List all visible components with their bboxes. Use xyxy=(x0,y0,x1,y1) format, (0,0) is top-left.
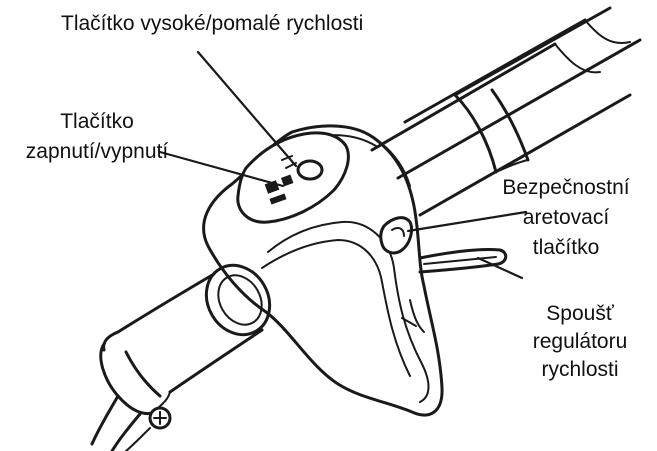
label-safety-lock-line-3: tlačítko xyxy=(532,236,600,259)
safety-lock-button-shape xyxy=(379,216,414,255)
label-power-button: Tlačítko zapnutí/vypnutí xyxy=(22,110,172,164)
label-speed-button: Tlačítko vysoké/pomalé rychlosti xyxy=(61,12,364,35)
label-safety-lock-line-2: aretovací xyxy=(522,206,610,229)
label-power-button-line-1: Tlačítko xyxy=(60,110,134,133)
label-trigger-line-2: regulátoru xyxy=(532,330,628,353)
label-trigger-line-1: Spoušť xyxy=(546,302,614,325)
label-power-button-line-2: zapnutí/vypnutí xyxy=(25,140,169,163)
control-panel xyxy=(236,131,350,224)
speed-trigger-shape xyxy=(401,248,508,333)
speed-button-shape xyxy=(296,159,324,181)
leader-lines xyxy=(158,50,528,280)
front-grip xyxy=(90,263,272,451)
handle-housing xyxy=(202,124,444,417)
tool-shaft xyxy=(370,6,642,217)
label-safety-lock: Bezpečnostní aretovací tlačítko xyxy=(478,176,654,260)
label-speed-trigger: Spoušť regulátoru rychlosti xyxy=(505,302,655,382)
label-safety-lock-line-1: Bezpečnostní xyxy=(502,176,630,199)
label-trigger-line-3: rychlosti xyxy=(541,358,619,381)
